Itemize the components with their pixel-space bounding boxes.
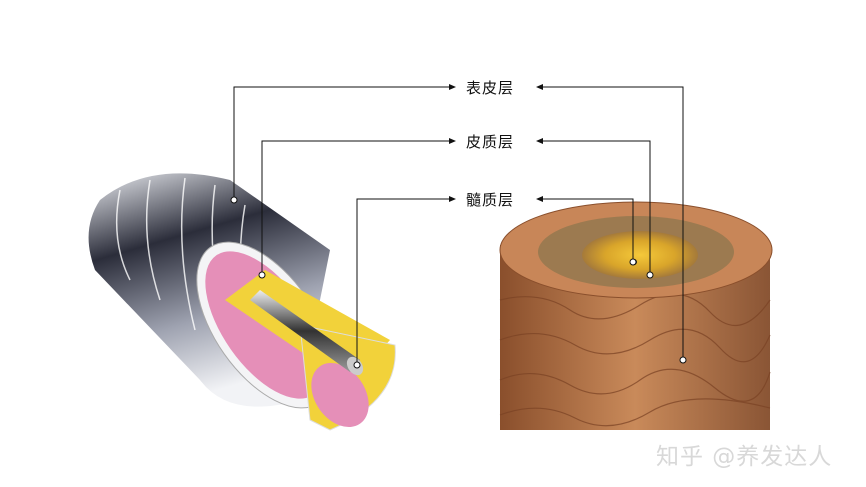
hair-strand-model xyxy=(499,201,773,430)
arrowheads xyxy=(449,84,543,202)
label-cortex: 皮质层 xyxy=(466,133,515,151)
hair-cylinder-model xyxy=(88,173,396,431)
watermark: 知乎 @养发达人 xyxy=(656,444,833,470)
leader-lines xyxy=(233,86,684,365)
label-medulla: 髓质层 xyxy=(466,191,515,209)
label-cuticle: 表皮层 xyxy=(466,79,515,97)
